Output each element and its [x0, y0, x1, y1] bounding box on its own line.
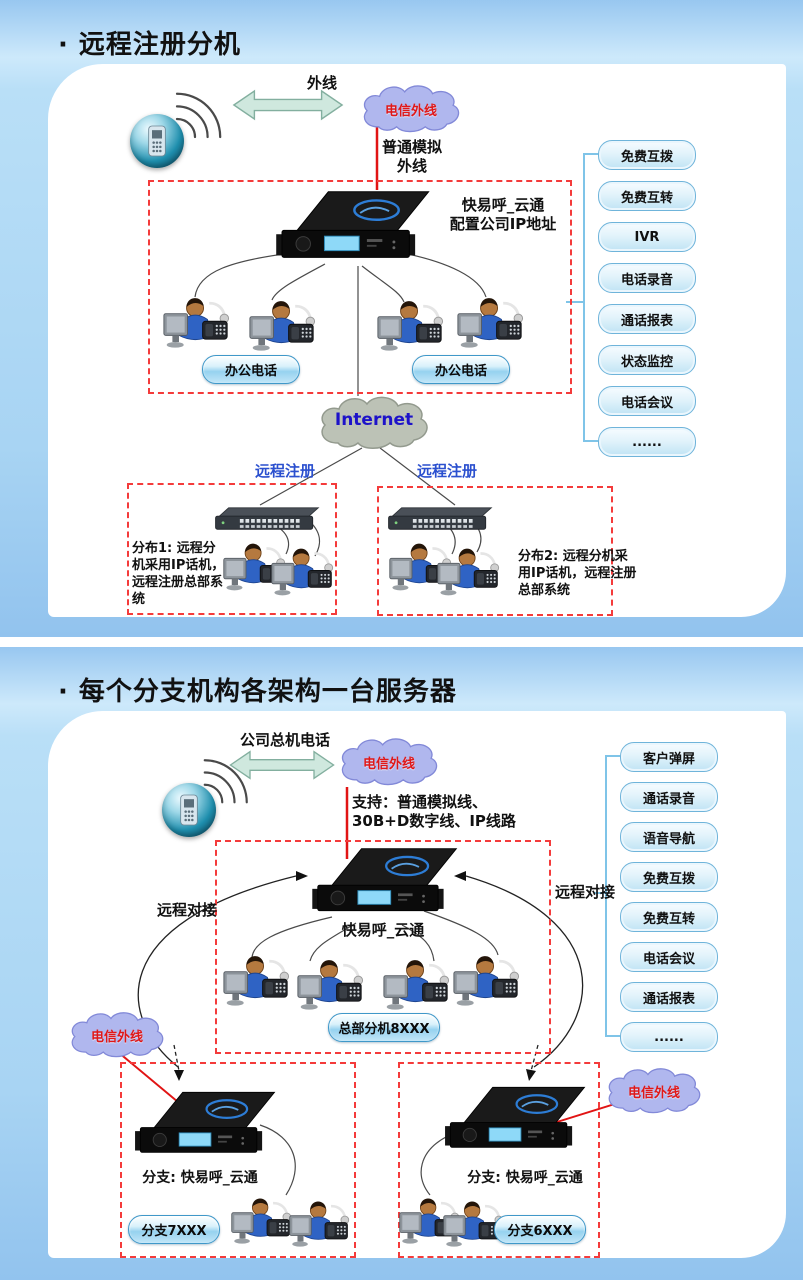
server-caption-line2: 配置公司IP地址: [449, 215, 557, 233]
server-caption: 快易呼_云通 配置公司IP地址: [428, 196, 578, 234]
feature-pill-call-report: 通话报表: [598, 304, 696, 334]
branch2-desc-line2: 用IP话机，远程注册: [518, 566, 637, 581]
feature-pill-more: ......: [620, 1022, 718, 1052]
feature-pill-screen-pop: 客户弹屏: [620, 742, 718, 772]
branch-server-caption-left: 分支: 快易呼_云通: [142, 1170, 258, 1186]
workstation-icon: [296, 957, 364, 1017]
workstation-icon: [222, 953, 290, 1013]
branch1-desc-line4: 统: [132, 592, 146, 607]
branch-server-caption-right: 分支: 快易呼_云通: [467, 1170, 583, 1186]
workstation-icon: [230, 1195, 292, 1251]
telecom-cloud-label-left: 电信外线: [90, 1030, 143, 1045]
branch2-description: 分布2: 远程分机采 用IP话机，远程注册 总部系统: [518, 548, 648, 599]
slide-divider: [0, 637, 803, 647]
branch2-desc-line3: 总部系统: [518, 583, 571, 598]
slide-branch-servers: · 每个分支机构各架构一台服务器 公司总机电话 电信外线: [0, 647, 803, 1280]
workstation-icon: [162, 295, 230, 355]
feature-pill-call-report: 通话报表: [620, 982, 718, 1012]
branch1-group-box: [127, 483, 337, 615]
slide-remote-register: · 远程注册分机 外线 电信外线 普通模拟 外线 快易呼_云通 配: [0, 0, 803, 637]
workstation-icon: [382, 957, 450, 1017]
feature-pill-status-monitor: 状态监控: [598, 345, 696, 375]
branch-extension-pill-right: 分支6XXX: [494, 1215, 586, 1244]
trunk-line-label: 公司总机电话: [239, 731, 330, 749]
slide1-title: · 远程注册分机: [58, 30, 241, 60]
analog-line-label-line2: 外线: [396, 157, 427, 175]
feature-pill-voice-navigation: 语音导航: [620, 822, 718, 852]
feature-pill-free-dial: 免费互拨: [620, 862, 718, 892]
hq-server-caption: 快易呼_云通: [341, 921, 425, 939]
branch2-group-box: [377, 486, 613, 616]
feature-pill-more: ......: [598, 427, 696, 457]
hq-extension-pill: 总部分机8XXX: [328, 1013, 440, 1042]
telecom-cloud-label: 电信外线: [384, 104, 437, 119]
phone-device-icon: [179, 793, 199, 827]
supported-lines-label: 支持：普通模拟线、 30B+D数字线、IP线路: [352, 793, 552, 831]
mobile-phone-icon: [130, 114, 184, 168]
branch1-desc-line1: 分布1: 远程分: [132, 541, 216, 556]
feature-pill-free-dial: 免费互拨: [598, 140, 696, 170]
phone-device-icon: [147, 124, 167, 158]
workstation-icon: [270, 545, 334, 603]
feature-pill-ivr: IVR: [598, 222, 696, 252]
branch-server-icon-right: [438, 1082, 588, 1157]
branch-server-icon-left: [128, 1087, 278, 1162]
remote-register-label-right: 远程注册: [416, 462, 477, 480]
feature-pill-free-transfer: 免费互转: [598, 181, 696, 211]
remote-link-label-left: 远程对接: [156, 901, 217, 919]
server-caption-line1: 快易呼_云通: [461, 196, 545, 214]
workstation-icon: [456, 295, 524, 355]
feature-pill-conference: 电话会议: [620, 942, 718, 972]
branch-right-group-box: [398, 1062, 600, 1258]
analog-line-label: 普通模拟 外线: [352, 138, 472, 176]
branch1-desc-line2: 机采用IP话机，: [132, 558, 225, 573]
office-phone-pill-right: 办公电话: [412, 355, 510, 384]
network-switch-icon: [383, 505, 495, 533]
supported-lines-line2: 30B+D数字线、IP线路: [352, 812, 516, 830]
feature-pill-conference: 电话会议: [598, 386, 696, 416]
mobile-phone-icon: [162, 783, 216, 837]
feature-pill-call-recording: 通话录音: [620, 782, 718, 812]
remote-link-label-right: 远程对接: [554, 883, 615, 901]
ip-pbx-server-icon: [268, 186, 433, 268]
wireless-signal-icon: [168, 74, 240, 146]
feature-pill-call-recording: 电话录音: [598, 263, 696, 293]
headquarters-group-box: [148, 180, 572, 394]
workstation-icon: [436, 545, 500, 603]
workstation-icon: [248, 298, 316, 358]
double-arrow-icon: [232, 88, 344, 122]
branch2-desc-line1: 分布2: 远程分机采: [518, 549, 628, 564]
branch-extension-pill-left: 分支7XXX: [128, 1215, 220, 1244]
branch1-description: 分布1: 远程分 机采用IP话机， 远程注册总部系 统: [132, 540, 227, 608]
outside-line-label: 外线: [306, 74, 337, 92]
telecom-cloud-label: 电信外线: [362, 757, 415, 772]
workstation-icon: [376, 298, 444, 358]
slide2-title: · 每个分支机构各架构一台服务器: [58, 677, 457, 707]
remote-register-label-left: 远程注册: [254, 462, 315, 480]
office-phone-pill-left: 办公电话: [202, 355, 300, 384]
workstation-icon: [452, 953, 520, 1013]
feature-pill-free-transfer: 免费互转: [620, 902, 718, 932]
branch1-desc-line3: 远程注册总部系: [132, 575, 224, 590]
internet-label: Internet: [334, 410, 414, 430]
telecom-cloud-label-right: 电信外线: [627, 1086, 680, 1101]
workstation-icon: [288, 1198, 350, 1254]
branch-left-group-box: [120, 1062, 356, 1258]
network-switch-icon: [210, 505, 322, 533]
ip-pbx-server-icon: [305, 843, 460, 921]
headquarters-group-box: [215, 840, 551, 1054]
supported-lines-line1: 支持：普通模拟线、: [352, 793, 488, 811]
analog-line-label-line1: 普通模拟: [381, 138, 442, 156]
